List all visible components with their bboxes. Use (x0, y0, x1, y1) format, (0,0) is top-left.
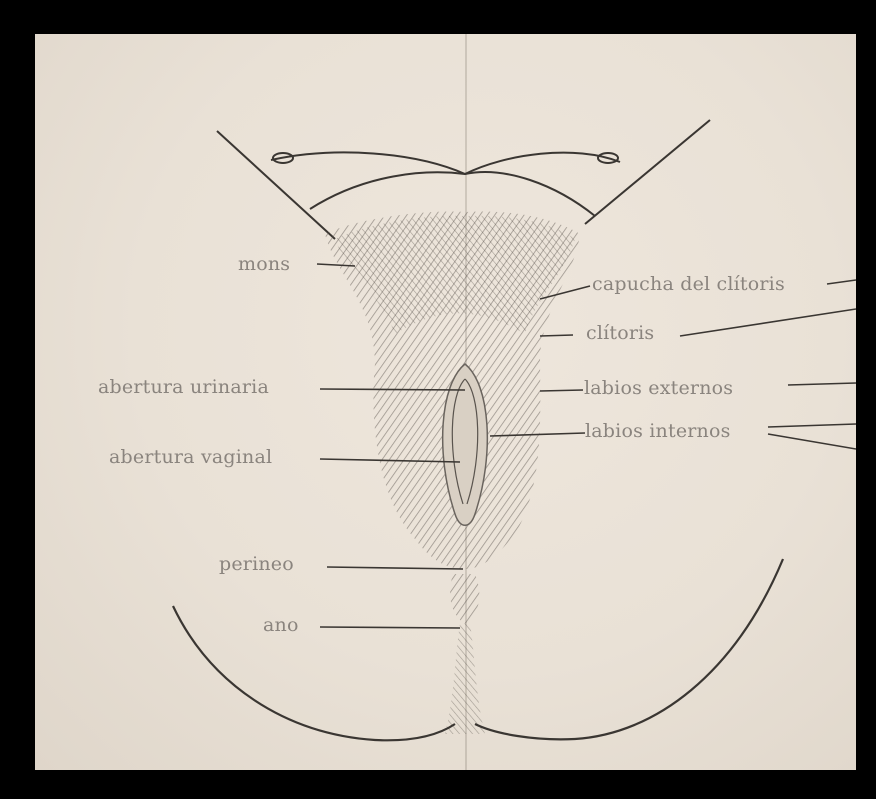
leader-labios-internos-ext-2 (768, 434, 856, 449)
label-labios-externos: labios externos (584, 379, 733, 398)
anatomy-illustration (35, 34, 856, 770)
leader-perineo (327, 567, 463, 569)
label-abertura-urinaria: abertura urinaria (98, 378, 269, 397)
leader-clitoris (540, 335, 573, 336)
label-ano: ano (263, 616, 299, 635)
label-mons: mons (238, 255, 290, 274)
vulva-shape (325, 211, 580, 734)
label-abertura-vaginal: abertura vaginal (109, 448, 272, 467)
label-perineo: perineo (219, 555, 294, 574)
diagram-paper: mons abertura urinaria abertura vaginal … (35, 34, 856, 770)
leader-ano (320, 627, 460, 628)
leader-labios-externos-ext (788, 383, 856, 385)
leader-labios-internos-ext-1 (768, 424, 856, 427)
leader-abertura-urinaria (320, 389, 465, 390)
leader-labios-externos (540, 390, 583, 391)
label-labios-internos: labios internos (585, 422, 731, 441)
label-clitoris: clítoris (586, 324, 654, 343)
leader-clitoris-ext (680, 309, 856, 336)
leader-capucha-ext (827, 280, 856, 284)
label-capucha-clitoris: capucha del clítoris (592, 275, 785, 294)
